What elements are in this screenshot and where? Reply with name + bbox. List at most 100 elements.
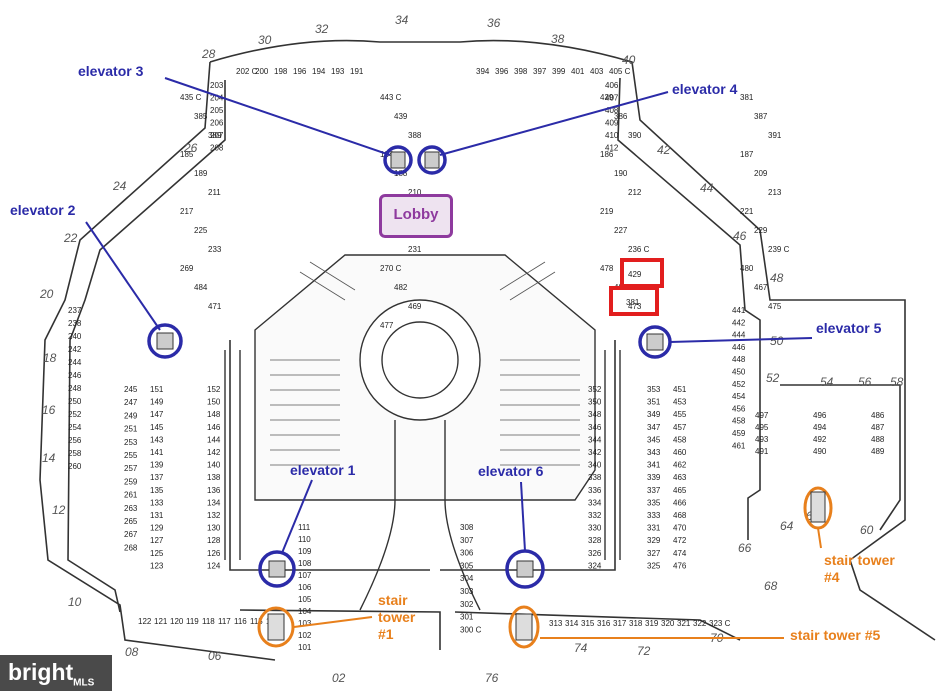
unit-right-0: 441 <box>732 306 746 315</box>
unit-center-left-pod-7: 104 <box>298 607 312 616</box>
unit-top-right-2: 398 <box>514 67 528 76</box>
unit-right-inner-2: 349 <box>647 410 661 419</box>
unit-misc-40: 482 <box>394 283 408 292</box>
unit-right-3: 446 <box>732 343 746 352</box>
unit-top-right-7: 405 C <box>609 67 631 76</box>
unit-left-inner-b-7: 137 <box>150 473 164 482</box>
unit-misc-3: 381 <box>740 93 754 102</box>
elevator-2-label: elevator 2 <box>10 202 76 218</box>
unit-right-inner-b-1: 453 <box>673 398 687 407</box>
row-number-26: 06 <box>208 649 222 663</box>
unit-left-inner-a-2: 249 <box>124 411 138 420</box>
elevator-4-label: elevator 4 <box>672 81 738 97</box>
unit-left-inner-a-9: 263 <box>124 504 138 513</box>
unit-left-inner-b-4: 143 <box>150 435 164 444</box>
unit-bottom-right-4: 317 <box>613 619 627 628</box>
unit-center-right-1: 350 <box>588 398 602 407</box>
unit-misc-35: 239 C <box>768 245 790 254</box>
building-outline <box>39 39 936 661</box>
unit-bottom-right-6: 319 <box>645 619 659 628</box>
unit-bottom-right-2: 315 <box>581 619 595 628</box>
row-number-27: 02 <box>332 671 346 685</box>
unit-bottom-right-1: 314 <box>565 619 579 628</box>
unit-bottom-left-2: 120 <box>170 617 184 626</box>
row-number-33: 66 <box>738 541 752 555</box>
unit-right-inner-b-5: 460 <box>673 448 687 457</box>
row-number-32: 68 <box>764 579 778 593</box>
unit-right-4: 448 <box>732 355 746 364</box>
unit-right-7: 454 <box>732 392 746 401</box>
elevator-5-label: elevator 5 <box>816 320 882 336</box>
unit-misc-26: 219 <box>600 207 614 216</box>
elevator-1-label: elevator 1 <box>290 462 356 478</box>
unit-right-inner-b-13: 474 <box>673 549 687 558</box>
row-number-8: 46 <box>733 229 747 243</box>
unit-misc-36: 270 C <box>380 264 402 273</box>
unit-right-6: 452 <box>732 380 746 389</box>
unit-left-inner-b-14: 123 <box>150 561 164 570</box>
unit-misc-30: 227 <box>614 226 628 235</box>
unit-center-right-6: 340 <box>588 461 602 470</box>
stair-tower-1-line3: #1 <box>378 626 394 642</box>
row-number-15: 28 <box>201 47 216 61</box>
unit-right-pod-5: 494 <box>813 423 827 432</box>
unit-misc-1: 435 C <box>180 93 202 102</box>
unit-left-fan-0: 203 <box>210 81 224 90</box>
unit-right-pod-7: 490 <box>813 447 827 456</box>
unit-misc-27: 221 <box>740 207 754 216</box>
unit-center-left-13: 126 <box>207 549 221 558</box>
bright-mls-watermark: brightMLS <box>0 655 112 691</box>
row-number-0: 30 <box>258 33 272 47</box>
unit-left-3: 242 <box>68 345 82 354</box>
unit-misc-39: 480 <box>740 264 754 273</box>
watermark-logo: brightMLS <box>8 659 94 689</box>
unit-bottom-right-9: 322 <box>693 619 707 628</box>
watermark-text: bright <box>8 659 74 685</box>
central-hub <box>224 254 621 611</box>
stair-tower-1-line2: tower <box>378 609 416 625</box>
unit-misc-23: 213 <box>768 188 782 197</box>
row-number-21: 16 <box>42 403 56 417</box>
unit-bottom-left-6: 116 <box>234 617 247 626</box>
unit-top-right-5: 401 <box>571 67 585 76</box>
unit-center-right-12: 328 <box>588 536 602 545</box>
unit-left-inner-a-1: 247 <box>124 398 138 407</box>
unit-right-inner-9: 335 <box>647 498 661 507</box>
unit-right-inner-b-2: 455 <box>673 410 687 419</box>
unit-center-right-0: 352 <box>588 385 602 394</box>
row-number-7: 44 <box>700 181 714 195</box>
unit-right-inner-12: 329 <box>647 536 661 545</box>
stair-tower-5-label: stair tower #5 <box>790 627 881 643</box>
unit-center-left-pod-6: 105 <box>298 595 312 604</box>
unit-misc-31: 229 <box>754 226 768 235</box>
highlight-unit-381-label: 381 <box>626 298 640 307</box>
unit-center-right-9: 334 <box>588 498 602 507</box>
unit-misc-14: 186 <box>600 150 614 159</box>
row-number-14: 58 <box>890 375 904 389</box>
unit-top-right-6: 403 <box>590 67 604 76</box>
unit-misc-34: 236 C <box>628 245 650 254</box>
unit-right-pod-11: 489 <box>871 447 885 456</box>
unit-center-right-pod-1: 307 <box>460 536 474 545</box>
unit-center-left-3: 146 <box>207 423 221 432</box>
unit-center-left-pod-5: 106 <box>298 583 312 592</box>
row-number-18: 22 <box>63 231 78 245</box>
unit-bottom-left-4: 118 <box>202 617 215 626</box>
stair-tower-4-line1: stair tower <box>824 552 895 568</box>
unit-center-right-14: 324 <box>588 561 602 570</box>
unit-center-right-10: 332 <box>588 511 602 520</box>
unit-right-fan-4: 410 <box>605 131 619 140</box>
unit-misc-6: 386 <box>614 112 628 121</box>
unit-right-2: 444 <box>732 331 746 340</box>
unit-top-left-6: 191 <box>350 67 364 76</box>
unit-center-left-pod-10: 101 <box>298 643 312 652</box>
unit-right-inner-b-14: 476 <box>673 561 687 570</box>
elevator-3-marker <box>383 145 413 175</box>
unit-labels: 2372382402422442462482502522542562582602… <box>68 67 885 652</box>
unit-left-fan-5: 208 <box>210 144 224 153</box>
unit-right-pod-4: 496 <box>813 411 827 420</box>
unit-left-fan-2: 205 <box>210 106 224 115</box>
unit-center-left-7: 138 <box>207 473 221 482</box>
unit-center-left-pod-9: 102 <box>298 631 312 640</box>
